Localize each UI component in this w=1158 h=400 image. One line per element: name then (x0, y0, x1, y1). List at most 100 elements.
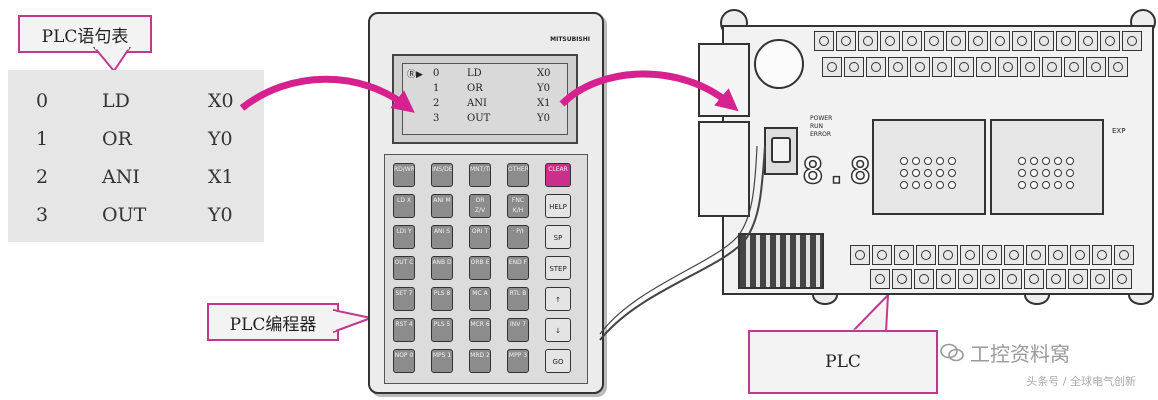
keypad-key[interactable]: MPP 3 (507, 349, 529, 373)
connector-pin (900, 169, 908, 177)
terminal-screw (914, 269, 934, 289)
statement-op: ANI (102, 166, 140, 188)
terminal-screw (980, 269, 1000, 289)
terminal-screw (1112, 269, 1132, 289)
terminal-screw (1090, 269, 1110, 289)
connector-pin (924, 169, 932, 177)
keypad-key[interactable]: MNT/TEST (469, 163, 491, 187)
handheld-programmer: MITSUBISHI Ⓡ▶ 0 LD X0 1 OR Y0 2 ANI X1 3… (368, 12, 604, 394)
connector-pin (900, 157, 908, 165)
lcd-line: 3 OUT Y0 (433, 113, 563, 128)
connector-pin (1054, 181, 1062, 189)
statement-callout-pointer (92, 47, 132, 73)
terminal-screw (932, 57, 952, 77)
terminal-screw (892, 269, 912, 289)
keypad-key[interactable]: MPS 1 (431, 349, 453, 373)
terminal-screw (1092, 245, 1112, 265)
lcd-step: 1 (433, 83, 440, 94)
keypad-key[interactable]: ORB E (469, 256, 491, 280)
keypad-key[interactable]: LDI Y (393, 225, 415, 249)
statement-table: 0 LD X0 1 OR Y0 2 ANI X1 3 OUT Y0 (8, 70, 264, 242)
keypad-key[interactable]: LD X (393, 194, 415, 218)
terminal-screw (1056, 31, 1076, 51)
arrow-table-to-programmer (239, 75, 415, 113)
statement-step: 0 (36, 90, 49, 112)
statement-operand: X1 (208, 166, 234, 188)
statement-row: 0 LD X0 (8, 82, 264, 120)
terminal-screw (844, 57, 864, 77)
lcd-operand: X0 (537, 68, 551, 79)
keypad-key[interactable]: END F (507, 256, 529, 280)
keypad-key[interactable]: OUT C (393, 256, 415, 280)
connector-pin (924, 157, 932, 165)
watermark-subtitle: 头条号 / 全球电气创新 (1026, 375, 1136, 388)
connector-pin (936, 157, 944, 165)
keypad-key[interactable]: ↑ (545, 287, 571, 311)
keypad-key[interactable]: ANI M (431, 194, 453, 218)
terminal-screw (1026, 245, 1046, 265)
arrow-programmer-to-plc (559, 70, 739, 112)
keypad-key[interactable]: INS/DEL (431, 163, 453, 187)
keypad-key[interactable]: · P/I (507, 225, 529, 249)
battery (754, 39, 804, 89)
terminal-screw (982, 245, 1002, 265)
keypad-key[interactable]: ANI S (431, 225, 453, 249)
lcd-step: 3 (433, 113, 440, 124)
plc-label: PLC (825, 352, 861, 372)
statement-step: 2 (36, 166, 49, 188)
statement-row: 1 OR Y0 (8, 120, 264, 158)
connector-pin (1030, 169, 1038, 177)
terminal-screw (1048, 245, 1068, 265)
terminal-screw (954, 57, 974, 77)
lcd-op: ANI (467, 98, 487, 109)
lcd-line: 1 OR Y0 (433, 83, 563, 98)
connector-pin (924, 181, 932, 189)
keypad-key[interactable]: ↓ (545, 318, 571, 342)
connector-pin (1030, 157, 1038, 165)
keypad-key[interactable]: HELP (545, 194, 571, 218)
status-leds: POWER RUN ERROR (810, 115, 832, 139)
keypad-key[interactable]: GO (545, 349, 571, 373)
keypad-key[interactable]: SP (545, 225, 571, 249)
keypad-key[interactable]: PLS 8 (431, 287, 453, 311)
keypad-key[interactable]: INV 7 (507, 318, 529, 342)
keypad-key[interactable]: NOP 0 (393, 349, 415, 373)
watermark: 工控资料窝 头条号 / 全球电气创新 (940, 338, 1150, 389)
keypad-key[interactable]: RTL B (507, 287, 529, 311)
keypad-key[interactable]: ORI T (469, 225, 491, 249)
keypad-key[interactable]: MCR 6 (469, 318, 491, 342)
keypad-key[interactable]: SET 7 (393, 287, 415, 311)
terminal-screw (958, 269, 978, 289)
keypad-key[interactable]: CLEAR (545, 163, 571, 187)
programmer-callout-pointer (333, 308, 373, 334)
lcd-line: 0 LD X0 (433, 68, 563, 83)
keypad-key[interactable]: PLS 5 (431, 318, 453, 342)
keypad-key[interactable]: OTHER (507, 163, 529, 187)
lcd-step: 2 (433, 98, 440, 109)
terminal-screw (1100, 31, 1120, 51)
statement-table-callout: PLC语句表 (18, 15, 152, 53)
plc-body: POWER RUN ERROR 8.8. EXP (698, 25, 1154, 295)
keypad-key[interactable]: MRD 2 (469, 349, 491, 373)
keypad-key[interactable]: OR Z/V (469, 194, 491, 218)
keypad-key[interactable]: FNC K/H (507, 194, 529, 218)
connector-pin (1066, 157, 1074, 165)
keypad: RD/WR INS/DEL MNT/TEST OTHER CLEAR LD X ANI M O… (384, 154, 588, 384)
terminal-screw (1064, 57, 1084, 77)
terminal-screw (1004, 245, 1024, 265)
lcd-operand: Y0 (537, 113, 550, 124)
terminal-screw (1034, 31, 1054, 51)
keypad-key[interactable]: ANB D (431, 256, 453, 280)
keypad-key[interactable]: MC A (469, 287, 491, 311)
connector-pin (900, 181, 908, 189)
lcd-op: OUT (467, 113, 491, 124)
keypad-key[interactable]: RD/WR (393, 163, 415, 187)
keypad-key[interactable]: RST 4 (393, 318, 415, 342)
plc-callout: PLC (748, 330, 938, 394)
terminal-screw (888, 57, 908, 77)
statement-row: 2 ANI X1 (8, 158, 264, 196)
keypad-key[interactable]: STEP (545, 256, 571, 280)
led-run: RUN (810, 123, 824, 130)
terminal-screw (894, 245, 914, 265)
